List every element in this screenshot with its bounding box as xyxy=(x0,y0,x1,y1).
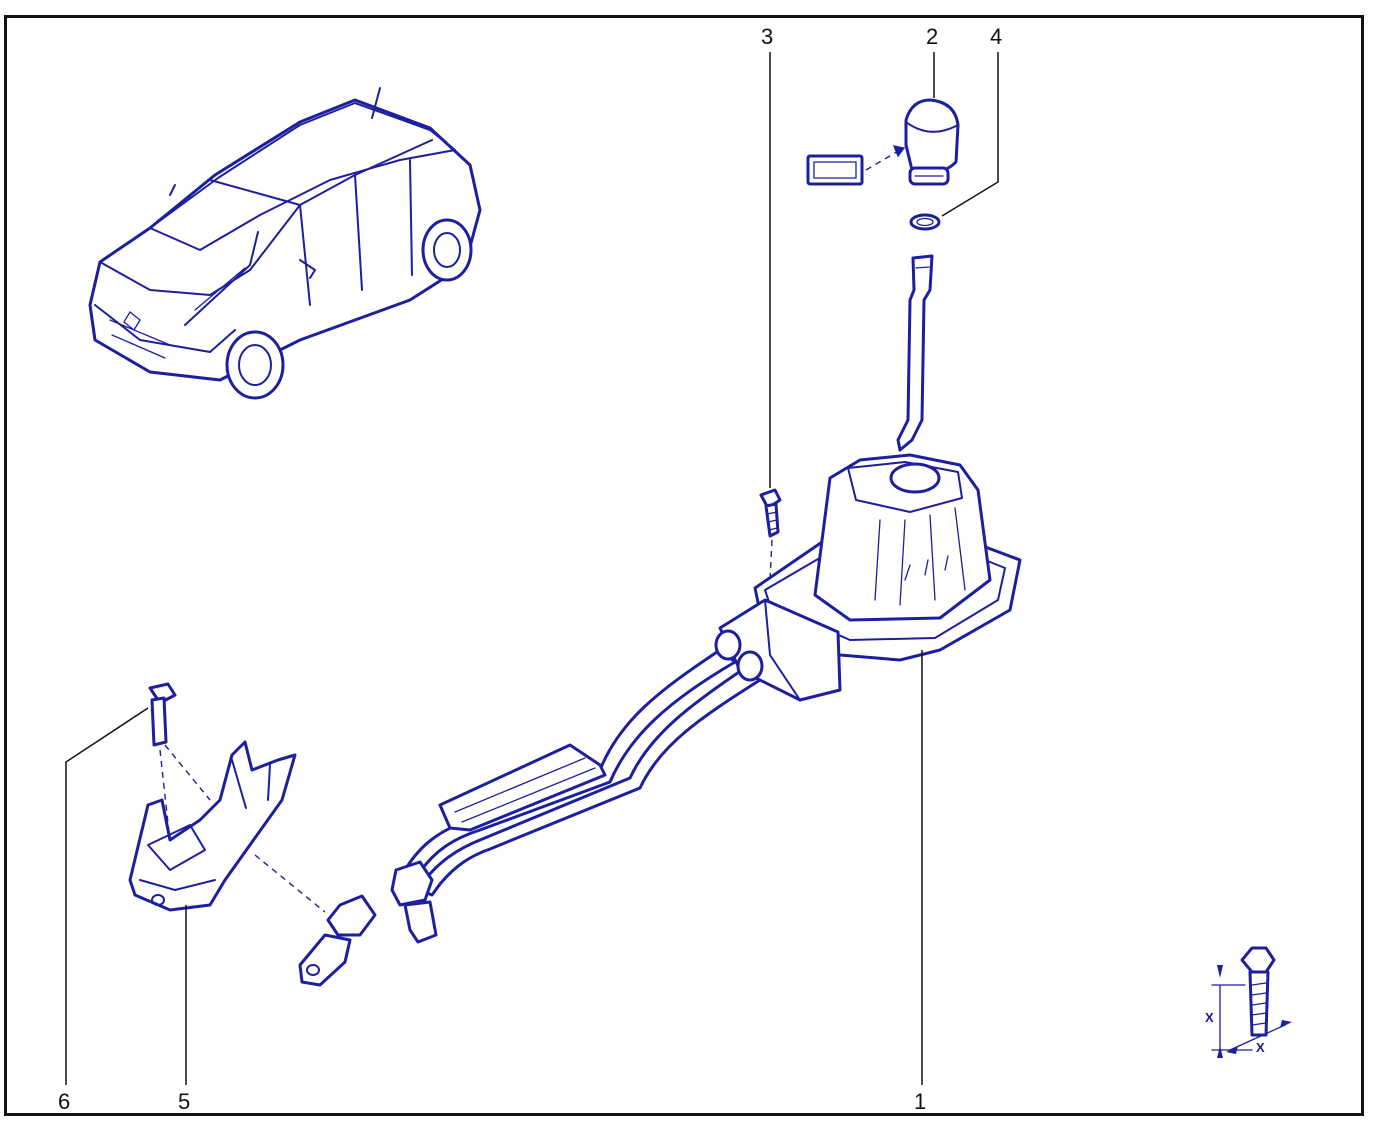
cable-bracket xyxy=(128,740,297,912)
callout-6: 6 xyxy=(58,1089,71,1114)
leader-6 xyxy=(65,707,149,1085)
callout-5: 5 xyxy=(178,1089,191,1114)
callout-3: 3 xyxy=(761,24,774,49)
knob-arrow-head xyxy=(892,145,906,158)
housing-bolt xyxy=(759,488,782,538)
bolt-assembly-line xyxy=(769,539,773,581)
gear-knob xyxy=(904,98,960,186)
vehicle-illustration xyxy=(88,87,482,400)
bracket-bolt xyxy=(148,682,177,747)
callout-1: 1 xyxy=(914,1089,927,1114)
knob-assembly-arrow xyxy=(865,149,901,171)
callout-2: 2 xyxy=(926,24,939,49)
callout-4: 4 xyxy=(990,24,1003,49)
leader-lines xyxy=(65,52,999,1085)
retaining-ring xyxy=(909,213,941,231)
gear-lever-assembly xyxy=(298,254,1022,987)
bolt-dimension-symbol xyxy=(1211,946,1292,1058)
dimension-x-vertical: X xyxy=(1205,1010,1214,1025)
shift-pattern-label xyxy=(806,154,864,186)
bracket-cable-assembly-line xyxy=(254,854,326,913)
dimension-x-horizontal: X xyxy=(1256,1040,1265,1055)
diagram-frame xyxy=(4,15,1364,1116)
leader-4 xyxy=(941,52,999,217)
